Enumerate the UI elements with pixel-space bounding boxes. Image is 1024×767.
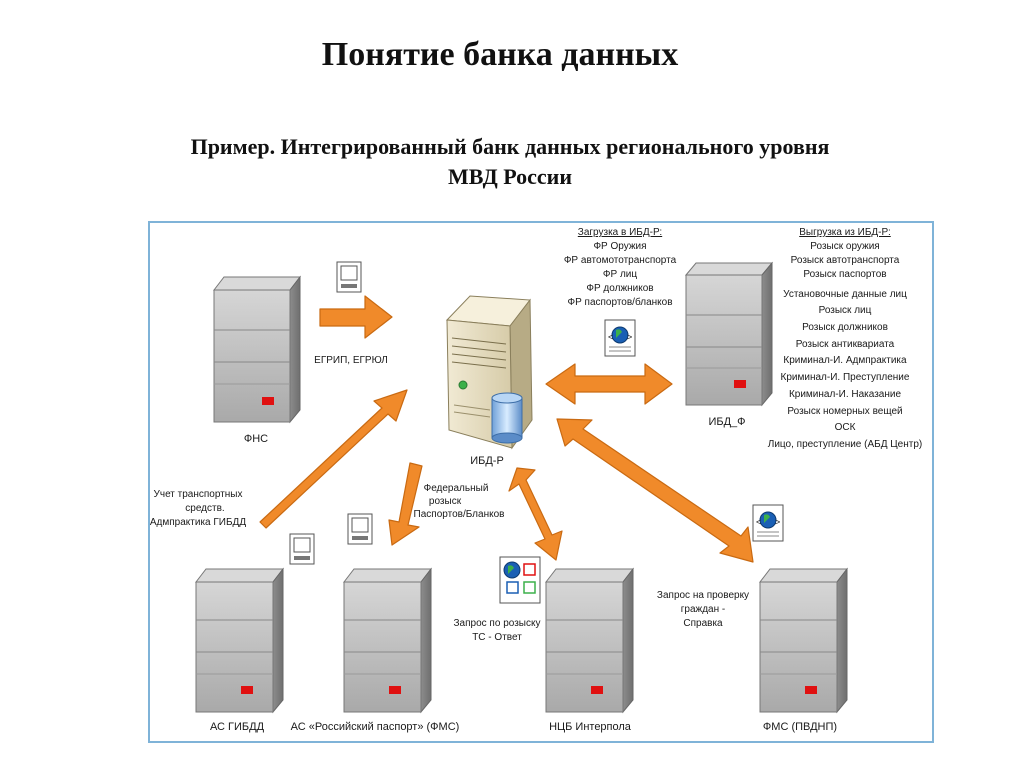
label-interpol-line-2: ТС - Ответ bbox=[472, 632, 522, 643]
download-header: Выгрузка из ИБД-Р: bbox=[799, 227, 891, 238]
svg-text:>: > bbox=[627, 332, 632, 342]
page-title: Понятие банка данных bbox=[321, 36, 679, 73]
label-transport-line-1: Учет транспортных bbox=[154, 489, 243, 500]
svg-text:<: < bbox=[756, 517, 761, 527]
label-fms-request: Запрос на проверку граждан - Справка bbox=[657, 590, 749, 629]
server-fns bbox=[212, 275, 302, 424]
label-federal-line-1: Федеральный bbox=[424, 483, 489, 494]
upload-item: ФР должников bbox=[586, 283, 653, 294]
page-subtitle: Пример. Интегрированный банк данных реги… bbox=[60, 132, 960, 192]
xml-document-icon: < > bbox=[752, 504, 784, 542]
label-as-gibdd: АС ГИБДД bbox=[210, 721, 265, 733]
label-interpol: Запрос по розыску ТС - Ответ bbox=[454, 618, 541, 643]
download-item: Розыск оружия bbox=[810, 241, 879, 252]
arrow-fns bbox=[319, 295, 393, 339]
server-as-passport bbox=[342, 567, 433, 714]
download-item: Криминал-И. Преступление bbox=[781, 372, 910, 383]
label-as-passport: АС «Российский паспорт» (ФМС) bbox=[291, 721, 460, 733]
subtitle-line-1: Пример. Интегрированный банк данных реги… bbox=[190, 134, 830, 159]
label-ncb: НЦБ Интерпола bbox=[549, 721, 632, 733]
label-fms: ФМС (ПВДНП) bbox=[763, 721, 837, 733]
server-ibd-r bbox=[445, 295, 533, 450]
upload-item: ФР Оружия bbox=[593, 241, 646, 252]
label-transport: Учет транспортных средств. Адмпрактика Г… bbox=[150, 489, 246, 528]
label-fms-request-line-3: Справка bbox=[683, 618, 723, 629]
download-item: ОСК bbox=[835, 422, 856, 433]
download-item: Лицо, преступление (АБД Центр) bbox=[768, 439, 922, 450]
label-ibd-f: ИБД_Ф bbox=[708, 416, 745, 428]
upload-item: ФР паспортов/бланков bbox=[567, 296, 672, 308]
upload-list: Загрузка в ИБД-Р: ФР Оружия ФР автомотот… bbox=[564, 227, 677, 308]
label-federal-line-2: розыск bbox=[429, 496, 462, 507]
download-list: Выгрузка из ИБД-Р: Розыск оружия Розыск … bbox=[768, 227, 922, 450]
server-as-gibdd bbox=[194, 567, 285, 714]
download-item: Установочные данные лиц bbox=[783, 289, 907, 300]
monitor-icon bbox=[289, 533, 315, 565]
label-federal-line-3: Паспортов/Бланков bbox=[414, 509, 505, 520]
label-fms-request-line-2: граждан - bbox=[681, 604, 726, 615]
globe-document-icon bbox=[499, 556, 541, 604]
svg-text:<: < bbox=[608, 332, 613, 342]
download-item: Розыск автотранспорта bbox=[791, 255, 900, 266]
subtitle-line-2: МВД России bbox=[447, 164, 572, 189]
label-transport-line-3: Адмпрактика ГИБДД bbox=[150, 517, 246, 528]
monitor-icon bbox=[347, 513, 373, 545]
server-fms bbox=[758, 567, 849, 714]
label-fns: ФНС bbox=[244, 433, 268, 445]
download-item: Розыск номерных вещей bbox=[787, 406, 902, 417]
download-item: Криминал-И. Наказание bbox=[789, 389, 902, 400]
label-federal: Федеральный розыск Паспортов/Бланков bbox=[414, 483, 505, 520]
xml-document-icon: < > bbox=[604, 319, 636, 357]
server-ibd-f bbox=[684, 261, 774, 407]
label-egrip: ЕГРИП, ЕГРЮЛ bbox=[314, 355, 388, 366]
arrow-fms bbox=[556, 418, 754, 563]
arrows bbox=[259, 295, 754, 563]
arrow-interpol bbox=[508, 467, 563, 561]
label-ibd-r: ИБД-Р bbox=[470, 455, 504, 467]
monitor-icon bbox=[336, 261, 362, 293]
arrow-ibdf bbox=[545, 363, 673, 405]
download-item: Розыск лиц bbox=[819, 305, 872, 316]
upload-item: ФР лиц bbox=[603, 269, 637, 280]
svg-text:>: > bbox=[775, 517, 780, 527]
upload-item: ФР автомототранспорта bbox=[564, 255, 677, 266]
label-interpol-line-1: Запрос по розыску bbox=[454, 618, 541, 629]
download-item: Криминал-И. Адмпрактика bbox=[783, 355, 907, 366]
label-fms-request-line-1: Запрос на проверку bbox=[657, 590, 749, 601]
server-ncb bbox=[544, 567, 635, 714]
download-item: Розыск должников bbox=[802, 322, 888, 333]
arrow-passport bbox=[388, 462, 423, 546]
download-item: Розыск антиквариата bbox=[796, 339, 895, 350]
upload-header: Загрузка в ИБД-Р: bbox=[578, 227, 662, 238]
label-transport-line-2: средств. bbox=[185, 503, 224, 514]
arrow-gibdd bbox=[259, 389, 408, 529]
download-item: Розыск паспортов bbox=[803, 269, 886, 280]
